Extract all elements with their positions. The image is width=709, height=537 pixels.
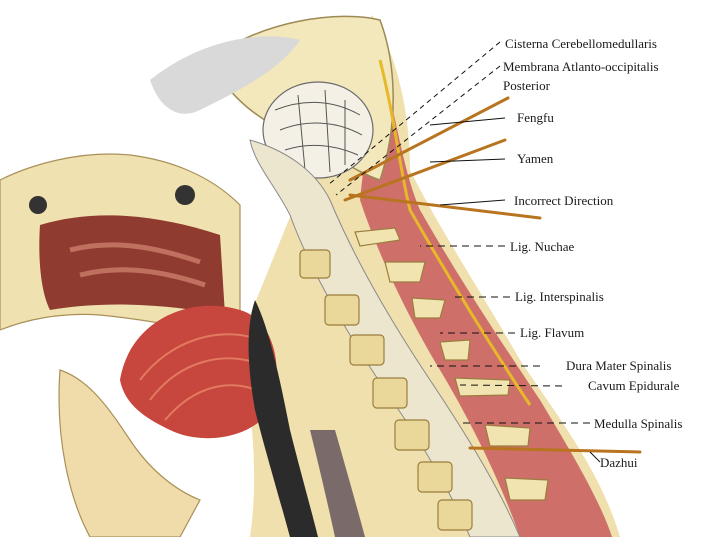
sinus-marker	[175, 185, 195, 205]
label-membrana-line2: Posterior	[503, 78, 550, 93]
label-incorrect-direction: Incorrect Direction	[514, 193, 613, 208]
label-cavum-epidurale: Cavum Epidurale	[588, 378, 679, 393]
label-fengfu: Fengfu	[517, 110, 554, 125]
label-dura-mater: Dura Mater Spinalis	[566, 358, 671, 373]
label-lig-interspinalis: Lig. Interspinalis	[515, 289, 604, 304]
label-membrana-line1: Membrana Atlanto-occipitalis	[503, 59, 659, 74]
nasal-cavity	[39, 215, 225, 315]
frontal-sinus-marker	[29, 196, 47, 214]
label-yamen: Yamen	[517, 151, 553, 166]
label-medulla-spinalis: Medulla Spinalis	[594, 416, 682, 431]
label-dazhui: Dazhui	[600, 455, 638, 470]
label-lig-nuchae: Lig. Nuchae	[510, 239, 574, 254]
label-cisterna: Cisterna Cerebellomedullaris	[505, 36, 657, 51]
label-lig-flavum: Lig. Flavum	[520, 325, 584, 340]
